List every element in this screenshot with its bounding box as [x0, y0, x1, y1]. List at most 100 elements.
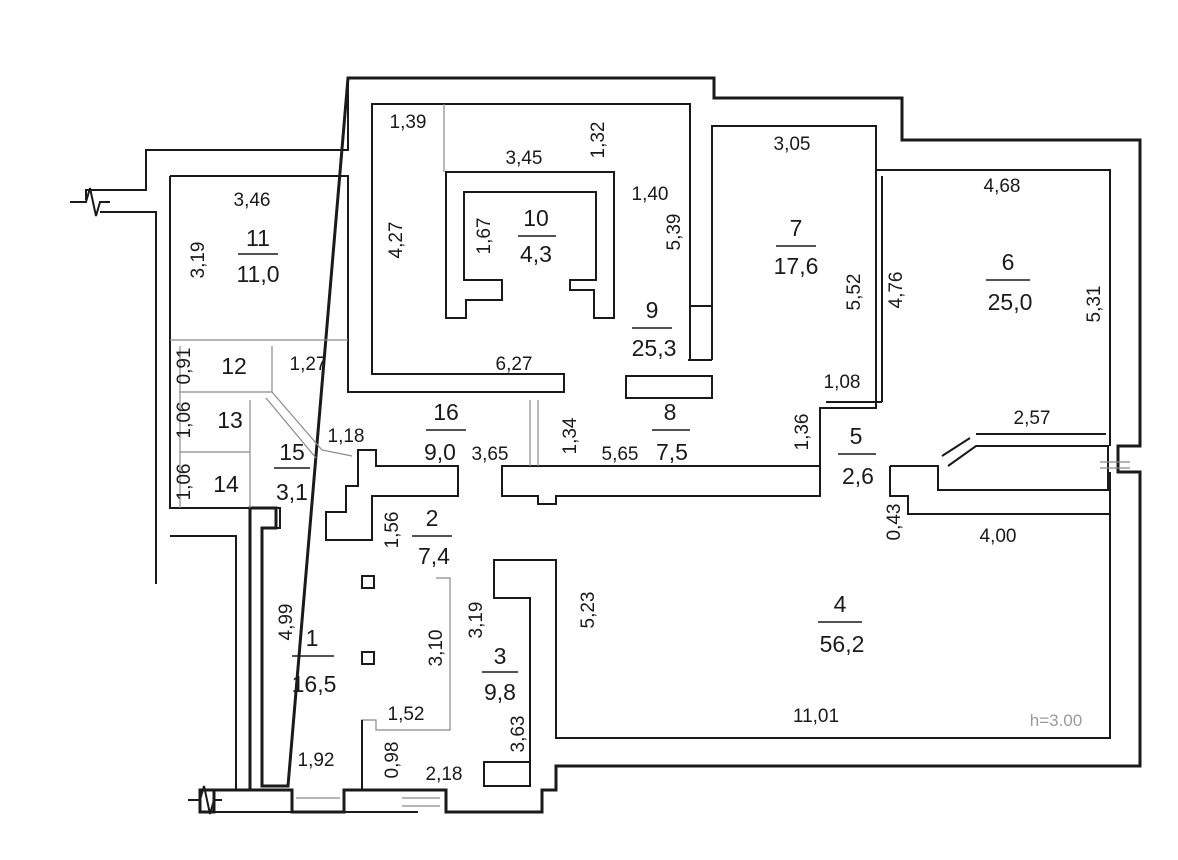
room-area: 17,6: [774, 253, 819, 279]
wall-room9-left: [443, 104, 539, 466]
door-right: [1100, 461, 1130, 469]
room-number: 6: [1002, 249, 1015, 275]
dim-label: 1,67: [474, 218, 495, 255]
room-area: 7,4: [418, 543, 450, 569]
outer-shell-bottom: [170, 528, 418, 813]
room-1: 1 16,5: [292, 625, 337, 697]
room-number: 4: [834, 591, 847, 617]
dim-label: 11,01: [793, 706, 839, 727]
break-marker-bottom-left: [188, 785, 222, 815]
dim-label: 2,57: [1014, 408, 1051, 429]
room-number: 3: [494, 643, 507, 669]
room-area: 56,2: [820, 631, 865, 657]
wall-room2: [325, 449, 459, 541]
room-16: 16 9,0: [424, 399, 466, 465]
room-7: 7 17,6: [774, 215, 819, 279]
room-area: 7,5: [656, 439, 688, 465]
room-area: 9,0: [424, 439, 456, 465]
room-number: 7: [790, 215, 803, 241]
dim-label: 1,34: [560, 417, 581, 454]
dim-label: 1,08: [824, 372, 861, 393]
dim-label: 3,65: [472, 444, 509, 465]
room-number: 13: [217, 407, 243, 433]
wall-room3-right: [361, 720, 531, 790]
room-number: 15: [279, 439, 305, 465]
room-number: 11: [246, 225, 270, 251]
dim-label: 1,52: [388, 704, 425, 725]
room-15: 15 3,1: [274, 439, 310, 505]
dim-label: 1,06: [174, 464, 195, 501]
room-number: 14: [213, 471, 239, 497]
dim-label: 1,27: [290, 354, 327, 375]
dim-label: 1,18: [328, 426, 365, 447]
wall-room9-right: [625, 359, 713, 399]
room-3: 3 9,8: [482, 643, 518, 705]
dim-label: 1,32: [588, 122, 609, 159]
dim-label: 3,45: [506, 148, 543, 169]
dim-label: 3,05: [774, 134, 811, 155]
room-area: 3,1: [276, 479, 308, 505]
dim-label: 1,36: [792, 414, 813, 451]
room-area: 9,8: [484, 679, 516, 705]
room-area: 16,5: [292, 671, 337, 697]
dim-label: 5,23: [578, 592, 599, 629]
dim-label: 1,56: [382, 512, 403, 549]
dim-label: 2,18: [426, 764, 463, 785]
dim-label: 1,39: [390, 112, 427, 133]
room-area: 11,0: [236, 261, 279, 287]
room-number: 1: [306, 625, 319, 651]
outer-shell: [85, 77, 1141, 446]
dim-label: 1,06: [174, 402, 195, 439]
room-number: 16: [433, 399, 459, 425]
wall-room7-room6: [819, 170, 883, 466]
dim-label: 4,00: [980, 526, 1017, 547]
room-5: 5 2,6: [838, 423, 876, 489]
column-lower: [361, 651, 375, 665]
dim-label: 3,19: [188, 242, 209, 279]
room-area: 2,6: [842, 463, 874, 489]
room-13: 13: [217, 407, 243, 433]
room-number: 9: [646, 297, 659, 323]
dim-label: 5,31: [1084, 286, 1105, 323]
room-area: 25,3: [632, 335, 677, 361]
wall-room4-top: [889, 466, 1110, 515]
room-number: 12: [221, 353, 247, 379]
room-area: 4,3: [520, 241, 552, 267]
break-marker-top-left: [70, 187, 110, 217]
room-number: 8: [664, 399, 677, 425]
room-2: 2 7,4: [412, 505, 452, 569]
door-bottom: [296, 797, 440, 807]
dim-label: 5,65: [602, 444, 639, 465]
dim-label: 5,39: [664, 214, 685, 251]
room-4: 4 56,2: [818, 591, 864, 657]
dim-label: 3,19: [466, 602, 487, 639]
dim-label: 4,99: [276, 604, 297, 641]
room-11: 11 11,0: [236, 225, 279, 287]
room-number: 5: [850, 423, 863, 449]
wall-room7-left: [689, 306, 713, 360]
dim-label: 0,98: [382, 742, 403, 779]
dim-label: 5,52: [844, 274, 865, 311]
wall-room5: [890, 433, 1109, 491]
room-6: 6 25,0: [986, 249, 1032, 315]
dim-label: 6,27: [496, 354, 533, 375]
wall-corridor-bottom: [501, 465, 821, 505]
dim-label: 1,92: [298, 750, 335, 771]
room-14: 14: [213, 471, 239, 497]
dim-label: 0,43: [884, 504, 905, 541]
core-block: [445, 171, 615, 319]
dim-label: 0,91: [174, 348, 195, 385]
room-area: 25,0: [988, 289, 1033, 315]
room-9: 9 25,3: [632, 297, 677, 361]
wall-room12-14: [170, 339, 353, 508]
room-12: 12: [221, 353, 247, 379]
left-wall-upper: [155, 176, 281, 584]
dim-label: 3,63: [508, 716, 529, 753]
dim-label: 3,10: [426, 630, 447, 667]
room-number: 10: [523, 205, 549, 231]
room-8: 8 7,5: [652, 399, 690, 465]
room-10: 10 4,3: [518, 205, 556, 267]
ceiling-height-note: h=3.00: [1030, 711, 1082, 730]
dim-label: 3,46: [234, 190, 271, 211]
